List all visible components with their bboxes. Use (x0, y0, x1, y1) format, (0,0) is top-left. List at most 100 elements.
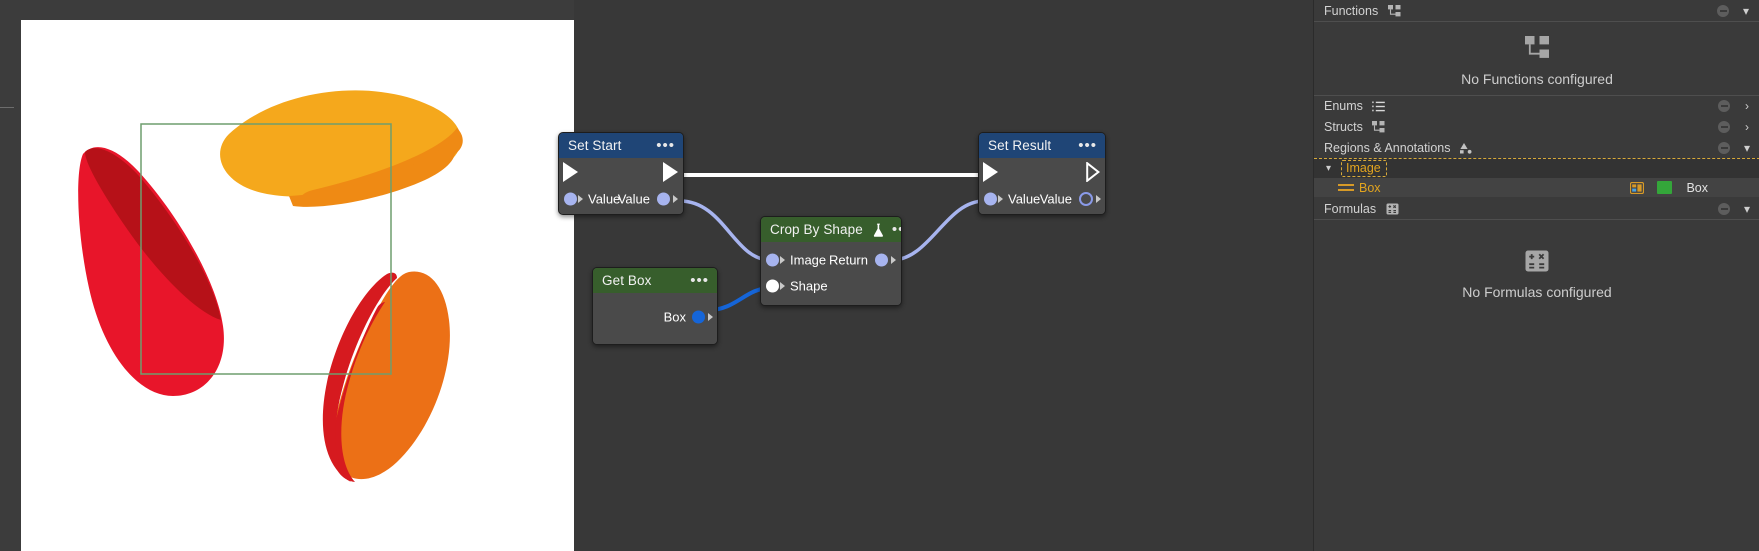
orange-petal-right (332, 271, 450, 480)
section-header-enums[interactable]: Enums › (1314, 95, 1759, 117)
data-wire-setstart-to-crop (679, 199, 771, 262)
ellipsis-icon[interactable]: ••• (1078, 136, 1097, 154)
output-port-arrow-icon (1096, 195, 1101, 203)
node-crop-by-shape[interactable]: Crop By Shape ••• Image Return (760, 216, 902, 306)
tree-row-box-type: Box (1686, 180, 1708, 195)
minus-circle-icon[interactable] (1716, 4, 1730, 18)
hierarchy-icon (1387, 4, 1401, 18)
input-label-image: Image (790, 252, 827, 268)
chevron-down-icon[interactable]: ▾ (1742, 3, 1750, 18)
output-port-return[interactable] (875, 253, 888, 267)
output-label-box: Box (663, 309, 686, 325)
chevron-down-icon[interactable]: ▾ (1326, 163, 1332, 174)
output-port-arrow-icon (708, 313, 713, 321)
section-header-regions[interactable]: Regions & Annotations ▾ (1314, 137, 1759, 159)
data-wire-crop-to-setresult (891, 199, 985, 262)
output-port-box[interactable] (692, 310, 705, 324)
ellipsis-icon[interactable]: ••• (690, 271, 709, 289)
input-port-arrow-icon (780, 282, 785, 290)
tree-row-image[interactable]: ▾ Image (1314, 158, 1759, 179)
minus-circle-icon[interactable] (1717, 99, 1731, 113)
selection-rectangle (140, 123, 392, 375)
exec-input-arrow-icon[interactable] (983, 162, 998, 182)
output-port-arrow-icon (673, 195, 678, 203)
red-petal-right-2 (322, 272, 397, 482)
ellipsis-icon[interactable]: ••• (656, 136, 675, 154)
tree-label-image: Image (1341, 160, 1387, 177)
section-label-formulas: Formulas (1324, 201, 1377, 216)
section-header-structs[interactable]: Structs › (1314, 116, 1759, 138)
node-set-start[interactable]: Set Start ••• Value Value (558, 132, 684, 215)
node-set-start-exec-row (559, 158, 683, 186)
node-crop-by-shape-body: Image Return Shape (761, 247, 901, 305)
input-port-arrow-icon (578, 195, 583, 203)
exec-output-arrow-icon[interactable] (663, 162, 678, 182)
minus-circle-icon[interactable] (1717, 141, 1731, 155)
input-port-value[interactable] (564, 192, 577, 206)
output-label-return: Return (828, 252, 868, 268)
ellipsis-icon[interactable]: ••• (891, 220, 901, 238)
node-get-box-header[interactable]: Get Box ••• (593, 268, 717, 293)
input-label-value: Value (1008, 191, 1041, 207)
output-port-value[interactable] (657, 192, 670, 206)
output-port-arrow-icon (891, 256, 896, 264)
node-graph-canvas[interactable]: Set Start ••• Value Value (558, 0, 1313, 551)
node-set-result-title: Set Result (988, 138, 1052, 153)
node-crop-by-shape-header[interactable]: Crop By Shape ••• (761, 217, 901, 242)
node-set-start-title: Set Start (568, 138, 622, 153)
input-port-image[interactable] (766, 253, 779, 267)
tree-row-box[interactable]: Box Box (1314, 178, 1759, 197)
node-get-box-body: Box (593, 304, 717, 344)
output-label-value: Value (617, 191, 650, 207)
formula-icon (1525, 250, 1549, 272)
section-header-functions[interactable]: Functions ▾ (1314, 0, 1759, 22)
yellow-petal (220, 90, 461, 197)
minus-circle-icon[interactable] (1717, 202, 1731, 216)
chevron-right-icon[interactable]: › (1745, 119, 1749, 134)
chevron-down-icon[interactable]: ▾ (1743, 140, 1751, 155)
input-port-shape[interactable] (766, 279, 779, 293)
exec-input-arrow-icon[interactable] (563, 162, 578, 182)
section-label-structs: Structs (1324, 119, 1363, 134)
hierarchy-icon (1372, 120, 1386, 134)
input-port-arrow-icon (998, 195, 1003, 203)
node-crop-image-row: Image Return (761, 247, 901, 273)
node-get-box[interactable]: Get Box ••• Box (592, 267, 718, 345)
equals-icon (1338, 184, 1354, 191)
node-get-box-title: Get Box (602, 273, 652, 288)
output-label-value: Value (1039, 191, 1072, 207)
node-crop-shape-row: Shape (761, 273, 901, 299)
exec-output-arrow-outline-icon[interactable] (1086, 162, 1100, 182)
node-set-start-header[interactable]: Set Start ••• (559, 133, 683, 158)
node-crop-by-shape-title: Crop By Shape (770, 222, 863, 237)
section-header-formulas[interactable]: Formulas ▾ (1314, 198, 1759, 220)
node-set-start-value-row: Value Value (559, 186, 683, 212)
color-swatch-box[interactable] (1657, 181, 1673, 194)
node-set-result-exec-row (979, 158, 1105, 186)
shapes-icon (1459, 141, 1473, 155)
node-set-result[interactable]: Set Result ••• Value Value (978, 132, 1106, 215)
tree-label-box: Box (1359, 180, 1381, 195)
viewer-edge-tick (0, 107, 14, 108)
numbered-list-icon (1372, 99, 1386, 113)
node-set-result-header[interactable]: Set Result ••• (979, 133, 1105, 158)
orange-petal-top-2 (289, 140, 456, 207)
chevron-right-icon[interactable]: › (1745, 99, 1749, 113)
output-port-value[interactable] (1079, 192, 1093, 206)
flask-icon (873, 223, 884, 237)
minus-circle-icon[interactable] (1717, 120, 1731, 134)
functions-empty-state: No Functions configured (1314, 23, 1759, 100)
section-label-enums: Enums (1324, 99, 1363, 113)
formulas-empty-state: No Formulas configured (1314, 220, 1759, 330)
formula-icon (1385, 202, 1399, 216)
input-label-shape: Shape (790, 278, 828, 294)
node-set-start-body: Value Value (559, 158, 683, 214)
node-get-box-output-row: Box (593, 304, 717, 330)
section-label-regions: Regions & Annotations (1324, 140, 1451, 155)
chevron-down-icon[interactable]: ▾ (1743, 201, 1751, 216)
section-label-functions: Functions (1324, 3, 1379, 18)
input-port-value[interactable] (984, 192, 997, 206)
image-canvas[interactable] (21, 20, 574, 551)
inspector-panel: Functions ▾ (1313, 0, 1759, 551)
